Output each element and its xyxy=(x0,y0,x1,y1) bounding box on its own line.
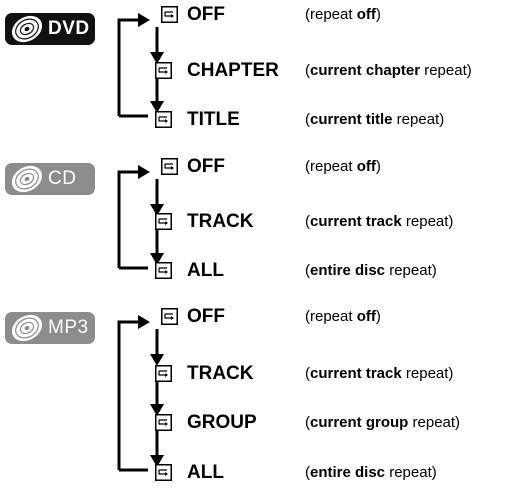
badge-label: CD xyxy=(48,168,77,189)
mode-description: (current track repeat) xyxy=(305,213,454,230)
mode-description: (repeat off) xyxy=(305,308,381,325)
mode-group: GROUP xyxy=(187,412,257,433)
mode-description: (entire disc repeat) xyxy=(305,464,437,481)
mode-description: (current chapter repeat) xyxy=(305,62,472,79)
mode-track: TRACK xyxy=(187,363,254,384)
mode-description: (current group repeat) xyxy=(305,414,461,431)
repeat-icon xyxy=(155,62,172,79)
repeat-icon xyxy=(155,213,172,230)
mode-track: TRACK xyxy=(187,211,254,232)
mode-description: (repeat off) xyxy=(305,6,381,23)
repeat-icon xyxy=(155,414,172,431)
repeat-icon xyxy=(161,158,178,175)
disc-icon xyxy=(11,165,43,193)
repeat-icon xyxy=(155,365,172,382)
badge-label: DVD xyxy=(48,18,90,39)
repeat-icon xyxy=(161,6,178,23)
mode-title: TITLE xyxy=(187,109,240,130)
mode-off: OFF xyxy=(187,156,225,177)
mode-chapter: CHAPTER xyxy=(187,60,279,81)
repeat-icon xyxy=(155,464,172,481)
repeat-icon xyxy=(155,111,172,128)
mode-all: ALL xyxy=(187,462,224,483)
repeat-icon xyxy=(161,308,178,325)
mode-all: ALL xyxy=(187,260,224,281)
mp3-badge: MP3 xyxy=(5,312,95,344)
mode-description: (current track repeat) xyxy=(305,365,454,382)
mode-off: OFF xyxy=(187,4,225,25)
cd-badge: CD xyxy=(5,163,95,195)
repeat-icon xyxy=(155,262,172,279)
mode-description: (current title repeat) xyxy=(305,111,445,128)
disc-icon xyxy=(11,15,43,43)
disc-icon xyxy=(11,314,43,342)
badge-label: MP3 xyxy=(48,317,89,338)
mode-off: OFF xyxy=(187,306,225,327)
mode-description: (repeat off) xyxy=(305,158,381,175)
dvd-badge: DVD xyxy=(5,13,95,45)
mode-description: (entire disc repeat) xyxy=(305,262,437,279)
